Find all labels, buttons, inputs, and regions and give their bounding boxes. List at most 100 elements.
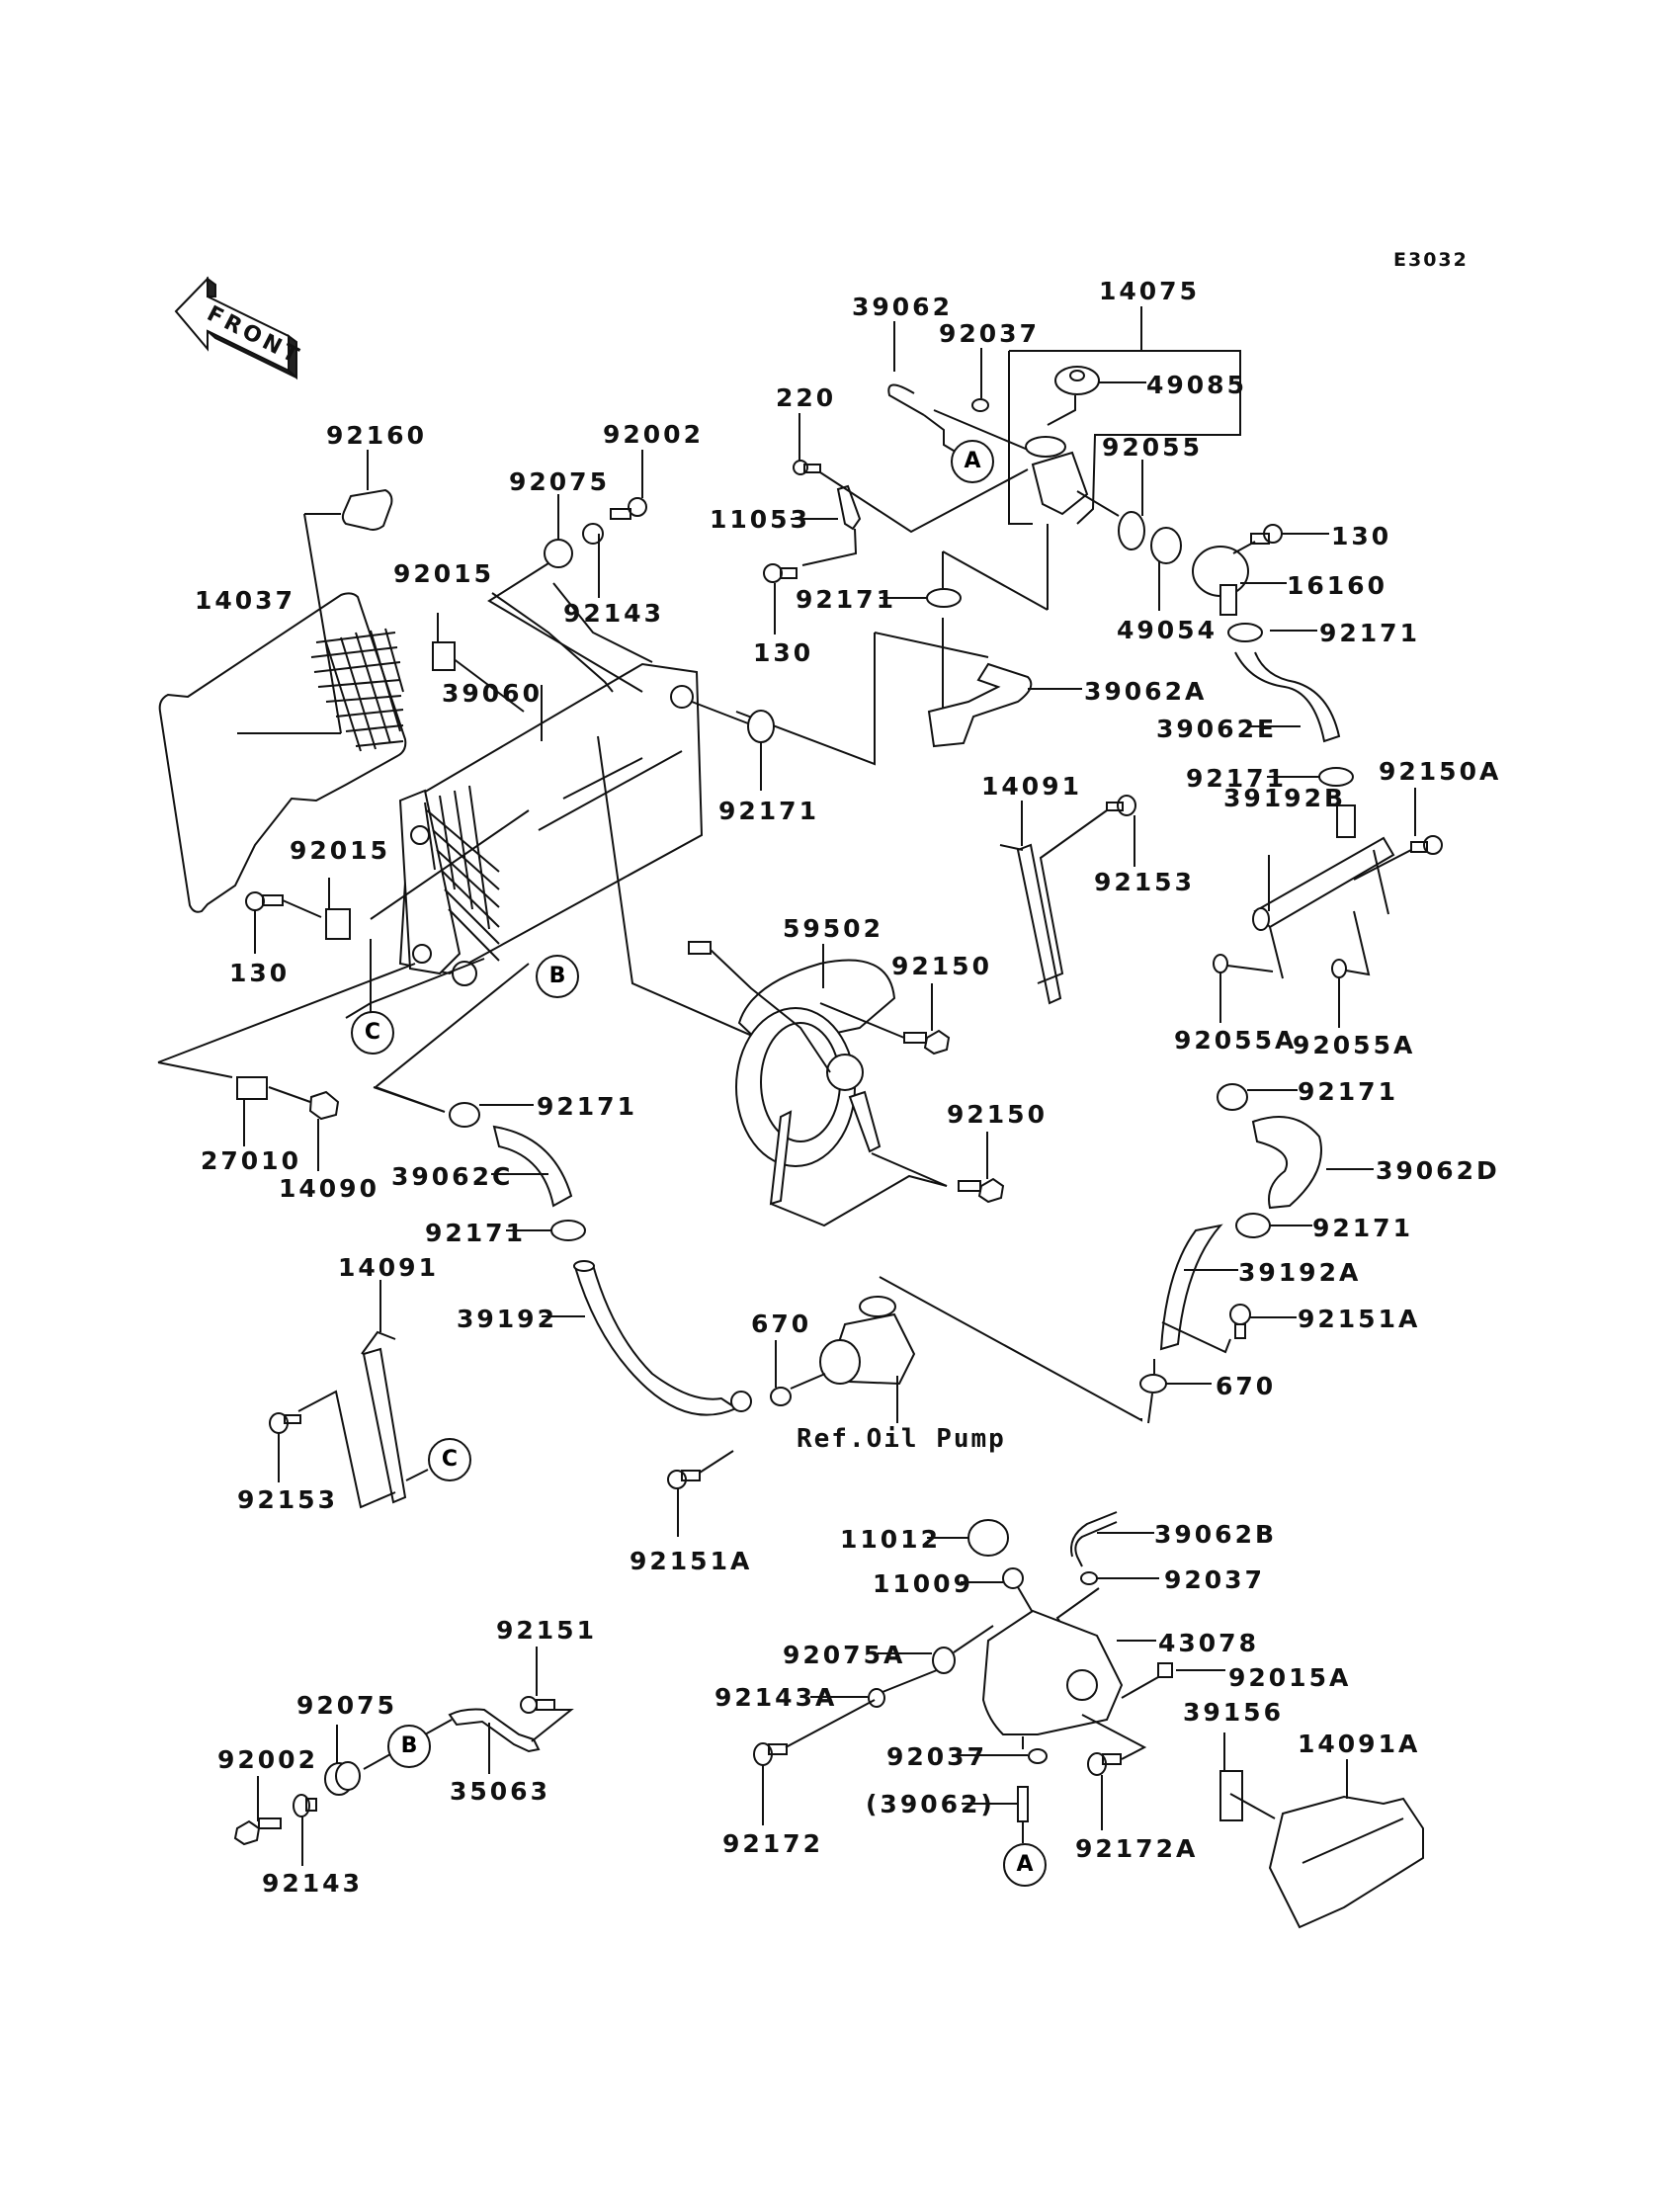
pipe-39192B-part <box>1252 804 1395 979</box>
hose-clamp-92171-c-part <box>1267 767 1354 787</box>
part-label-92153-mid: 92153 <box>1094 868 1195 896</box>
hose-39062C-part <box>492 1125 573 1208</box>
nut-14090-part <box>268 1086 340 1171</box>
clip-92015A-part <box>1121 1662 1225 1699</box>
radiator-part <box>398 662 704 986</box>
part-label-92172: 92172 <box>722 1829 823 1858</box>
part-label-92002-bottom: 92002 <box>217 1745 318 1774</box>
pad-92160-part <box>341 488 393 531</box>
part-label-92075-bottom: 92075 <box>296 1691 397 1720</box>
part-label-92171-c: 92171 <box>1186 764 1287 793</box>
part-label-14090: 14090 <box>279 1174 379 1203</box>
part-label-39192B: 39192B <box>1223 784 1347 812</box>
part-label-92171-a: 92171 <box>796 585 896 614</box>
hose-clamp-92171-f-part <box>506 1220 586 1241</box>
bolt-130-left-part <box>245 891 322 954</box>
part-label-92143-top: 92143 <box>563 599 664 628</box>
part-label-39062E: 39062E <box>1156 715 1278 743</box>
diagram-code: E3032 <box>1393 249 1469 271</box>
screw-92172A-part <box>1081 1714 1147 1830</box>
part-label-220: 220 <box>776 383 837 412</box>
bolt-92151A-right-part <box>1161 1304 1297 1354</box>
hose-39062E-part <box>1234 651 1341 743</box>
part-label-92151: 92151 <box>496 1616 597 1645</box>
ref-marker-C-radiator: C <box>351 1011 394 1055</box>
thermostat-housing-16160-part <box>1192 546 1287 616</box>
radiator-cap-49085-part <box>1054 366 1100 395</box>
bolt-92151A-bottom-part <box>667 1450 734 1537</box>
fan-59502-part <box>688 941 948 1227</box>
part-label-130-left: 130 <box>229 959 291 987</box>
bolt-92150A-part <box>1353 788 1443 881</box>
o-ring-670-left-part <box>770 1387 792 1406</box>
part-label-39062C: 39062C <box>391 1162 514 1191</box>
bolt-130-mid-part <box>763 563 798 634</box>
part-label-39062: 39062 <box>852 293 953 321</box>
ref-marker-B-radiator: B <box>536 955 579 998</box>
part-label-92172A: 92172A <box>1075 1834 1199 1863</box>
part-label-92171-d: 92171 <box>718 797 819 825</box>
o-ring-670-right-part <box>1139 1374 1167 1394</box>
part-label-16160: 16160 <box>1287 571 1387 600</box>
pipe-39192-part <box>573 1263 739 1416</box>
part-label-92055A-a: 92055A <box>1174 1026 1298 1055</box>
thermostat-49054-part <box>1150 527 1182 611</box>
part-label-92150-a: 92150 <box>891 952 992 980</box>
o-ring-92055A-b-part <box>1331 959 1347 978</box>
part-label-39062A: 39062A <box>1084 677 1208 706</box>
bolt-92151-part <box>520 1647 574 1742</box>
part-label-92153-left: 92153 <box>237 1485 338 1514</box>
ref-marker-A-top: A <box>951 440 994 483</box>
collar-92143-bottom-part <box>293 1794 317 1866</box>
front-arrow-icon <box>174 276 297 380</box>
screw-92153-mid-part <box>1037 795 1136 984</box>
part-label-92171-e: 92171 <box>537 1092 637 1121</box>
bracket-35063-part <box>424 1708 541 1774</box>
bolt-92150-b-part <box>958 1132 1005 1204</box>
part-label-92075-top: 92075 <box>509 467 610 496</box>
cover-14091A-part <box>1268 1759 1424 1929</box>
clamp-92037-low-part <box>1028 1748 1048 1764</box>
reference-note-oil-pump: Ref.Oil Pump <box>797 1424 1006 1454</box>
part-label-39062-paren: (39062) <box>866 1790 995 1818</box>
part-label-670-left: 670 <box>751 1310 812 1338</box>
part-label-92055A-b: 92055A <box>1293 1031 1416 1059</box>
part-label-92055: 92055 <box>1102 433 1203 462</box>
part-label-92150-b: 92150 <box>947 1100 1048 1129</box>
pad-39156-part <box>1219 1732 1276 1821</box>
reserve-tank-part <box>981 1609 1156 1735</box>
hose-clamp-92171-h-part <box>1235 1213 1312 1238</box>
fan-switch-27010-part <box>157 963 416 1146</box>
part-label-92151A-bottom: 92151A <box>630 1547 753 1575</box>
part-label-670-right: 670 <box>1216 1372 1277 1400</box>
part-label-39062B: 39062B <box>1154 1520 1278 1549</box>
hose-39062-paren-part <box>1017 1786 1029 1822</box>
water-pump-part <box>819 1276 1142 1423</box>
part-label-92002-top: 92002 <box>603 420 704 449</box>
part-label-39156: 39156 <box>1183 1698 1284 1727</box>
part-label-14091A: 14091A <box>1298 1730 1421 1758</box>
cap-11012-part <box>927 1519 1009 1557</box>
bolt-92002-bottom-part <box>233 1776 282 1846</box>
grommet-92075-bottom-part <box>324 1725 391 1796</box>
part-label-92143-bottom: 92143 <box>262 1869 363 1898</box>
hose-39062-top-part <box>887 383 925 416</box>
grommet-92075A-part <box>878 1625 994 1674</box>
part-label-92037-top: 92037 <box>939 319 1040 348</box>
o-ring-92055A-a-part <box>1213 954 1228 973</box>
hose-39062A-part <box>927 662 1033 748</box>
hose-clamp-92171-g-part <box>1217 1083 1298 1111</box>
part-label-59502: 59502 <box>783 914 883 943</box>
front-orientation-icon: FRONT <box>203 301 304 371</box>
collar-92143A-part <box>810 1669 938 1708</box>
part-label-27010: 27010 <box>201 1146 301 1175</box>
part-label-92015-top: 92015 <box>393 559 494 588</box>
part-label-130-mid: 130 <box>753 638 814 667</box>
part-label-11009: 11009 <box>873 1569 973 1598</box>
part-label-35063: 35063 <box>450 1777 550 1806</box>
part-label-11053: 11053 <box>710 505 810 534</box>
part-label-39192A: 39192A <box>1238 1258 1362 1287</box>
clip-92015-mid-part <box>325 908 351 940</box>
part-label-49054: 49054 <box>1117 616 1218 644</box>
